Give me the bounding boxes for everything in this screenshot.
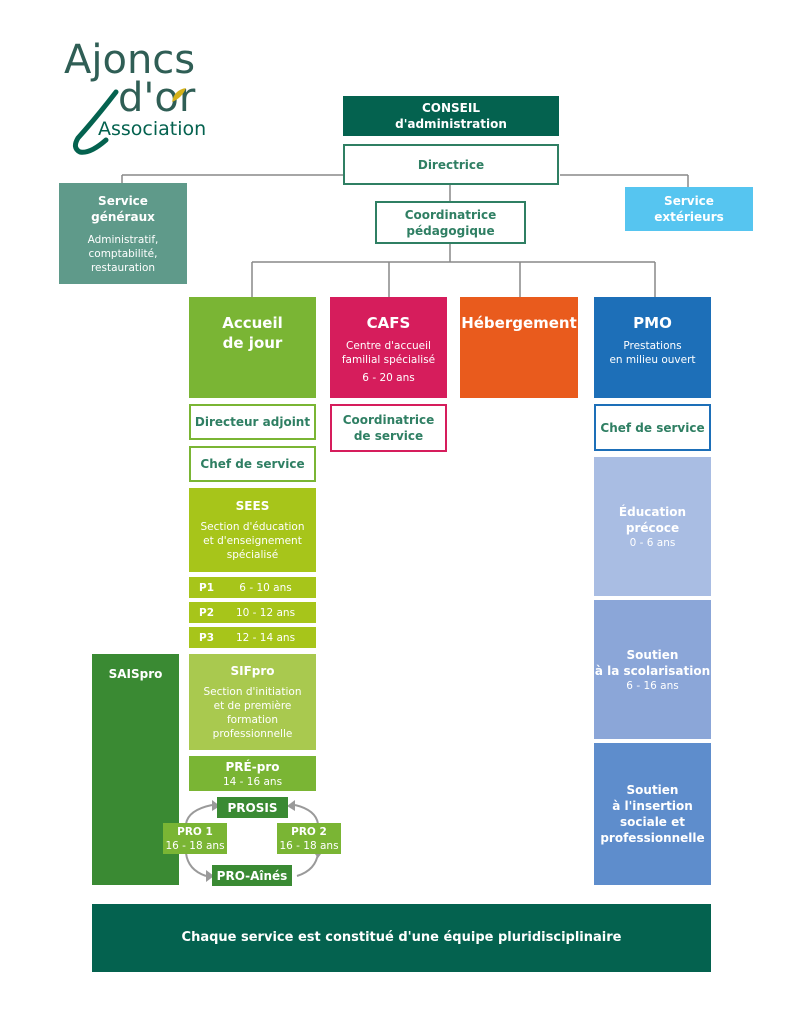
pmo-title: PMO [633, 314, 672, 332]
cafs-age: 6 - 20 ans [362, 372, 415, 384]
logo-swoosh-icon [72, 89, 119, 155]
pro1-box: PRO 1 16 - 18 ans [163, 823, 227, 854]
soutien-scolarisation-age: 6 - 16 ans [626, 679, 679, 692]
directrice-label: Directrice [417, 157, 485, 172]
logo-line-3: Association [98, 118, 207, 140]
level-row: P2 10 - 12 ans [189, 602, 316, 623]
prepro-title: PRÉ-pro [225, 759, 280, 774]
hebergement-box: Hébergement [460, 297, 578, 398]
sifpro-box: SIFpro Section d'initiation et de premiè… [189, 654, 316, 750]
education-precoce-box: Éducation précoce 0 - 6 ans [594, 457, 711, 596]
sifpro-desc-4: professionnelle [212, 728, 293, 740]
education-precoce-age: 0 - 6 ans [629, 536, 676, 549]
accueil-de-jour-box: Accueil de jour [189, 297, 316, 398]
sees-desc-2: et d'enseignement [203, 535, 302, 547]
cafs-box: CAFS Centre d'accueil familial spécialis… [330, 297, 447, 398]
prepro-box: PRÉ-pro 14 - 16 ans [189, 756, 316, 791]
coordinatrice-pedagogique-box: Coordinatrice pédagogique [375, 201, 526, 244]
soutien-insertion-line-3: sociale et [619, 815, 685, 829]
cafs-desc-1: Centre d'accueil [346, 340, 431, 352]
pmo-desc-1: Prestations [623, 340, 682, 352]
directrice-box: Directrice [343, 144, 559, 185]
pro2-age: 16 - 18 ans [279, 839, 339, 852]
services-exterieurs-title-1: Service [664, 194, 714, 208]
sifpro-desc-2: et de première [213, 700, 292, 712]
cafs-title: CAFS [366, 314, 411, 332]
pmo-desc-2: en milieu ouvert [609, 354, 696, 366]
services-generaux-title-2: généraux [91, 209, 155, 224]
soutien-scolarisation-line-1: Soutien [626, 647, 679, 662]
chef-service-pmo-box: Chef de service [594, 404, 711, 451]
prosis-label: PROSIS [227, 800, 278, 815]
coordinatrice-pedagogique-line-1: Coordinatrice [404, 207, 497, 222]
services-generaux-desc-2: comptabilité, [88, 247, 158, 260]
soutien-insertion-box: Soutien à l'insertion sociale et profess… [594, 743, 711, 885]
logo: Ajoncs d'or Association [60, 38, 240, 158]
conseil-line-1: CONSEIL [421, 101, 480, 115]
cafs-desc-2: familial spécialisé [341, 354, 436, 366]
sees-box: SEES Section d'éducation et d'enseigneme… [189, 488, 316, 572]
soutien-scolarisation-line-2: à la scolarisation [594, 663, 711, 678]
level-row: P1 6 - 10 ans [189, 577, 316, 598]
sifpro-title: SIFpro [230, 664, 275, 678]
directeur-adjoint-box: Directeur adjoint [189, 404, 316, 440]
footer-text: Chaque service est constitué d'une équip… [181, 930, 622, 945]
pro1-title: PRO 1 [177, 825, 213, 838]
services-exterieurs-box: Service extérieurs [625, 187, 753, 231]
level-key: P3 [199, 631, 215, 644]
sees-title: SEES [235, 499, 270, 513]
services-generaux-desc-3: restauration [90, 261, 156, 274]
sees-desc-3: spécialisé [226, 549, 279, 561]
chef-service-accueil-box: Chef de service [189, 446, 316, 482]
pro2-box: PRO 2 16 - 18 ans [277, 823, 341, 854]
soutien-insertion-line-2: à l'insertion [612, 799, 693, 813]
services-generaux-box: Service généraux Administratif, comptabi… [59, 183, 187, 284]
soutien-insertion-line-4: professionnelle [600, 831, 705, 845]
sees-desc-1: Section d'éducation [200, 521, 305, 533]
services-exterieurs-title-2: extérieurs [654, 210, 724, 224]
services-generaux-desc-1: Administratif, [87, 233, 159, 246]
pmo-box: PMO Prestations en milieu ouvert [594, 297, 711, 398]
soutien-scolarisation-box: Soutien à la scolarisation 6 - 16 ans [594, 600, 711, 739]
pro2-title: PRO 2 [291, 825, 327, 838]
proaines-label: PRO-Aînés [216, 868, 288, 883]
accueil-de-jour-line-1: Accueil [222, 314, 283, 332]
accueil-de-jour-line-2: de jour [222, 334, 283, 352]
sifpro-desc-3: formation [226, 714, 279, 726]
footer-banner: Chaque service est constitué d'une équip… [92, 904, 711, 972]
pro1-age: 16 - 18 ans [165, 839, 225, 852]
conseil-box: CONSEIL d'administration [343, 96, 559, 136]
conseil-line-2: d'administration [395, 117, 507, 131]
level-key: P2 [199, 606, 215, 619]
level-row: P3 12 - 14 ans [189, 627, 316, 648]
level-key: P1 [199, 581, 215, 594]
level-age: 6 - 10 ans [239, 581, 292, 594]
education-precoce-line-2: précoce [625, 520, 680, 535]
chef-service-pmo-label: Chef de service [600, 420, 705, 435]
level-age: 12 - 14 ans [235, 631, 296, 644]
proaines-box: PRO-Aînés [212, 865, 292, 886]
prepro-age: 14 - 16 ans [222, 775, 283, 788]
coordinatrice-service-line-1: Coordinatrice [342, 413, 435, 427]
prosis-box: PROSIS [217, 797, 288, 818]
sifpro-desc-1: Section d'initiation [203, 686, 302, 698]
level-age: 10 - 12 ans [235, 606, 296, 619]
services-generaux-title-1: Service [98, 193, 148, 208]
coordinatrice-service-line-2: de service [353, 429, 424, 443]
logo-line-2: d'or [118, 75, 196, 121]
coordinatrice-pedagogique-line-2: pédagogique [406, 223, 495, 238]
chef-service-accueil-label: Chef de service [200, 457, 305, 471]
directeur-adjoint-label: Directeur adjoint [194, 415, 311, 429]
coordinatrice-service-box: Coordinatrice de service [330, 404, 447, 452]
logo-line-1: Ajoncs [64, 37, 196, 83]
saispro-label: SAISpro [108, 667, 163, 681]
soutien-insertion-line-1: Soutien [626, 783, 679, 797]
leaf-icon [172, 88, 186, 102]
hebergement-title: Hébergement [461, 314, 577, 332]
education-precoce-line-1: Éducation [618, 504, 687, 519]
